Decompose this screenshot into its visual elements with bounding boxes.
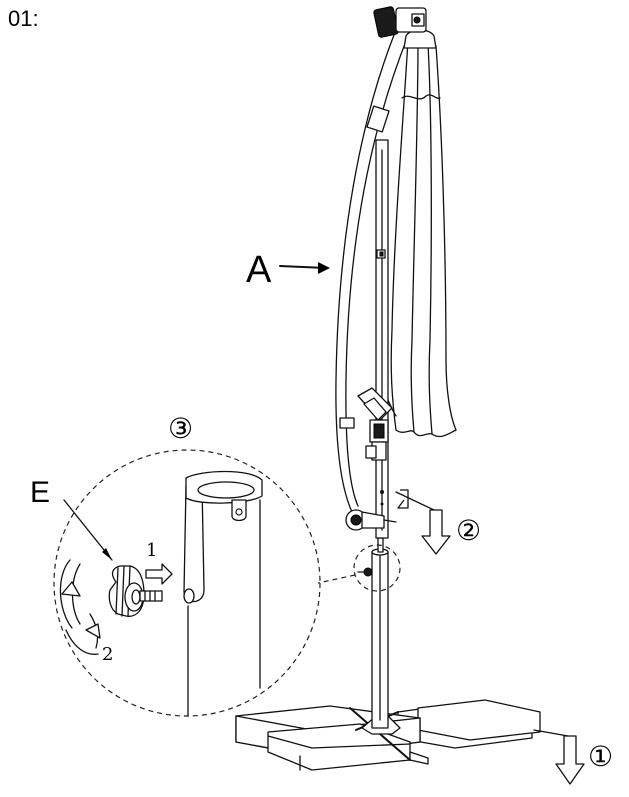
drop-arrow-line (533, 729, 569, 737)
top-cap (373, 6, 437, 49)
circled-one: ① (588, 740, 613, 773)
hollow-arrow-right-icon (145, 563, 173, 585)
step-number: 01: (8, 6, 39, 31)
zoom-circle (53, 449, 321, 717)
knob-e (108, 565, 163, 617)
detail-leader-line (317, 574, 356, 584)
pointer-a-head (318, 262, 330, 274)
upper-pole (365, 139, 389, 539)
label-e: E (30, 476, 50, 509)
hollow-arrow-down-icon (397, 489, 585, 785)
base-plates (235, 699, 541, 771)
label-step-1: 1 (146, 540, 157, 561)
circled-three: ③ (168, 412, 193, 445)
detail-marker-circle (353, 544, 401, 592)
pointer-e-head (102, 548, 112, 560)
lift-arrow-line (395, 491, 435, 511)
folded-canopy (387, 39, 457, 438)
label-a: A (246, 249, 272, 291)
rotate-arrows-icon (59, 559, 101, 655)
cantilever-arm (335, 29, 409, 513)
circled-two: ② (456, 514, 481, 547)
arm-joints (345, 387, 397, 531)
label-step-2: 2 (102, 644, 113, 665)
zoom-detail (53, 449, 321, 717)
lower-pole (357, 537, 389, 729)
